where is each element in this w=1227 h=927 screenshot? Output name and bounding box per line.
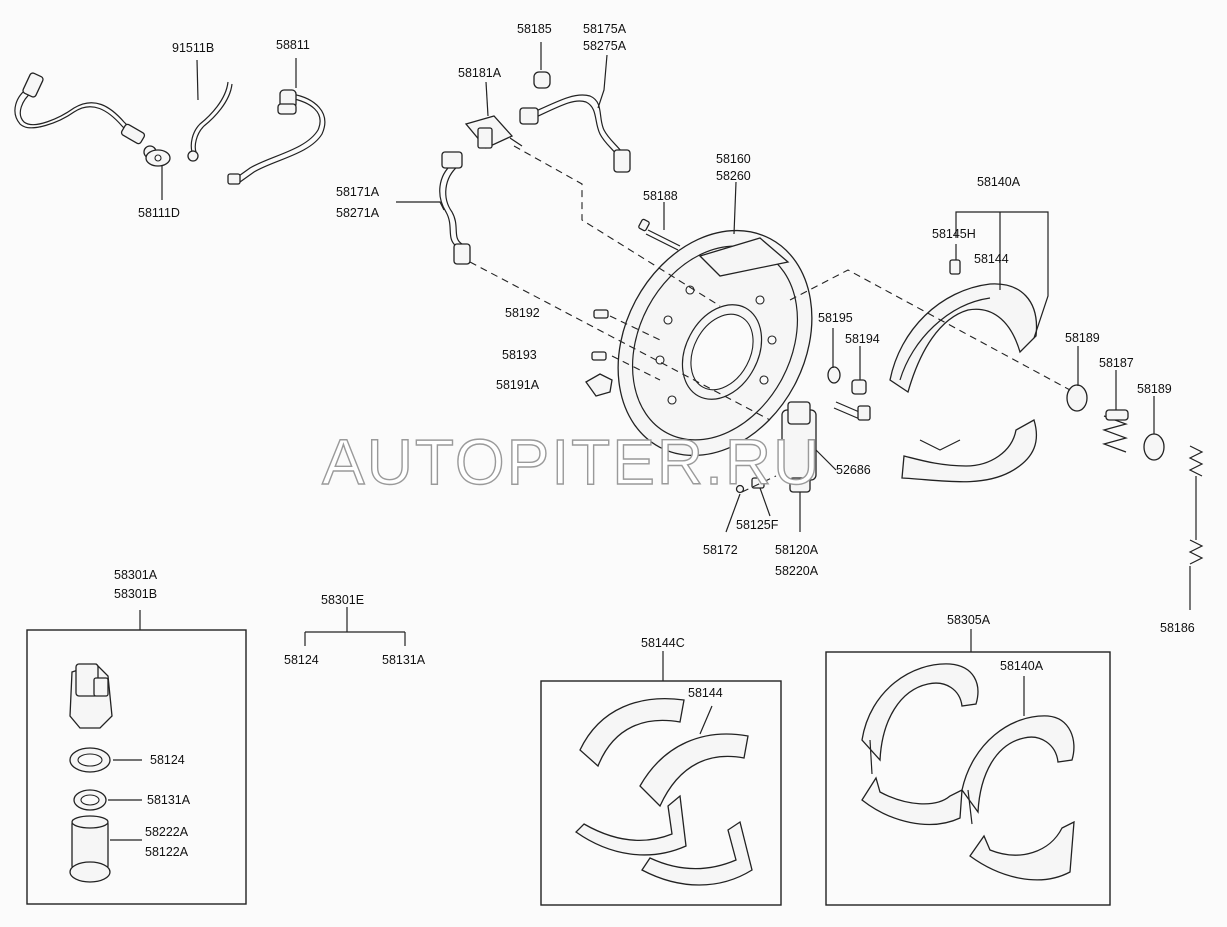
label-58191A[interactable]: 58191A xyxy=(496,378,540,392)
lining-lower-left[interactable] xyxy=(574,794,687,856)
label-58193[interactable]: 58193 xyxy=(502,348,537,362)
shoe-set-left-lower[interactable] xyxy=(861,776,963,825)
label-52686[interactable]: 52686 xyxy=(836,463,871,477)
nut-58194[interactable] xyxy=(851,379,867,395)
alignment-line-2 xyxy=(469,261,771,421)
label-58189-right[interactable]: 58189 xyxy=(1137,382,1172,396)
label-58220A[interactable]: 58220A xyxy=(775,564,819,578)
bracket-58301E xyxy=(304,607,406,646)
label-58275A[interactable]: 58275A xyxy=(583,39,627,53)
label-58188[interactable]: 58188 xyxy=(643,189,678,203)
label-58192[interactable]: 58192 xyxy=(505,306,540,320)
label-58140A-kit[interactable]: 58140A xyxy=(1000,659,1044,673)
brake-tee-58181A[interactable] xyxy=(464,115,523,149)
washer-58195[interactable] xyxy=(827,366,841,384)
brake-hose-58811[interactable] xyxy=(227,89,326,185)
lining-upper-left[interactable] xyxy=(579,698,685,768)
lining-lower-right[interactable] xyxy=(641,820,753,886)
box1-leaders xyxy=(108,759,142,841)
label-91511B[interactable]: 91511B xyxy=(172,41,214,55)
watermark: AUTOPITER.RU xyxy=(322,426,821,498)
kit-box-58305A xyxy=(825,651,1111,906)
label-58301A[interactable]: 58301A xyxy=(114,568,158,582)
shoe-set-left-upper[interactable] xyxy=(861,663,979,775)
label-58144[interactable]: 58144 xyxy=(974,252,1009,266)
cup-58189-right[interactable] xyxy=(1143,433,1165,461)
leader-lines xyxy=(161,42,1191,610)
hose-clip-91511B[interactable] xyxy=(187,81,233,162)
label-58111D[interactable]: 58111D xyxy=(138,206,180,220)
label-58172[interactable]: 58172 xyxy=(703,543,738,557)
label-58301E[interactable]: 58301E xyxy=(321,593,364,607)
label-58125F[interactable]: 58125F xyxy=(736,518,779,532)
brake-shoe-upper-58144[interactable] xyxy=(889,283,1038,394)
label-58260[interactable]: 58260 xyxy=(716,169,751,183)
label-58171A[interactable]: 58171A xyxy=(336,185,380,199)
label-58131A-bracket[interactable]: 58131A xyxy=(382,653,426,667)
abs-sensor-cable-58111D[interactable] xyxy=(14,72,171,167)
lining-upper-right[interactable] xyxy=(639,733,749,808)
kit-box-58144C xyxy=(540,680,782,906)
label-58185[interactable]: 58185 xyxy=(517,22,552,36)
label-58120A[interactable]: 58120A xyxy=(775,543,819,557)
label-58186[interactable]: 58186 xyxy=(1160,621,1195,635)
screw-58192[interactable] xyxy=(593,309,609,319)
brake-shoe-lower-58144[interactable] xyxy=(901,419,1038,483)
label-58189-left[interactable]: 58189 xyxy=(1065,331,1100,345)
label-58181A[interactable]: 58181A xyxy=(458,66,502,80)
bleeder-cap-58185[interactable] xyxy=(533,71,551,89)
backing-plate-58160[interactable] xyxy=(580,197,850,490)
brake-pipe-58175A[interactable] xyxy=(519,94,631,173)
cap-58172[interactable] xyxy=(735,484,745,494)
kit-box-58301A xyxy=(26,629,247,905)
pin-58145H[interactable] xyxy=(949,259,961,275)
label-58144-kit[interactable]: 58144 xyxy=(688,686,723,700)
label-58140A[interactable]: 58140A xyxy=(977,175,1021,189)
ring-58124[interactable] xyxy=(69,747,111,773)
label-58131A-box[interactable]: 58131A xyxy=(147,793,191,807)
sleeve-58222A[interactable] xyxy=(69,815,111,883)
screw-58193[interactable] xyxy=(591,351,607,361)
label-58145H[interactable]: 58145H xyxy=(932,227,976,241)
sensor-58301A[interactable] xyxy=(69,663,113,729)
alignment-line-1 xyxy=(513,145,721,307)
cup-58189-left[interactable] xyxy=(1066,384,1088,412)
label-58195[interactable]: 58195 xyxy=(818,311,853,325)
brake-pipe-58171A[interactable] xyxy=(439,151,471,265)
alignment-line-3 xyxy=(789,269,1071,391)
label-58122A[interactable]: 58122A xyxy=(145,845,189,859)
shoe-set-right-lower[interactable] xyxy=(969,820,1075,881)
label-58271A[interactable]: 58271A xyxy=(336,206,380,220)
alignment-line-5 xyxy=(611,355,661,381)
label-58305A[interactable]: 58305A xyxy=(947,613,991,627)
spring-58186[interactable] xyxy=(1188,445,1204,565)
ring-58131A[interactable] xyxy=(73,789,107,811)
label-58175A[interactable]: 58175A xyxy=(583,22,627,36)
shoe-set-right-upper[interactable] xyxy=(961,715,1075,825)
label-58301B[interactable]: 58301B xyxy=(114,587,157,601)
label-58160[interactable]: 58160 xyxy=(716,152,751,166)
label-58124-box[interactable]: 58124 xyxy=(150,753,185,767)
spring-58187[interactable] xyxy=(1102,409,1129,453)
box2-leader xyxy=(699,705,713,735)
label-58187[interactable]: 58187 xyxy=(1099,356,1134,370)
alignment-line-6 xyxy=(741,475,777,493)
label-58222A[interactable]: 58222A xyxy=(145,825,189,839)
label-58124-bracket[interactable]: 58124 xyxy=(284,653,319,667)
label-58811[interactable]: 58811 xyxy=(276,38,310,52)
label-58194[interactable]: 58194 xyxy=(845,332,880,346)
bolt-52686[interactable] xyxy=(833,401,871,421)
plug-58191A[interactable] xyxy=(585,373,613,397)
bolt-58188[interactable] xyxy=(638,218,681,251)
part-labels: 91511B 58811 58111D 58185 58175A 58275A … xyxy=(114,22,1195,859)
label-58144C[interactable]: 58144C xyxy=(641,636,685,650)
wheel-cylinder-58120A[interactable] xyxy=(781,401,817,493)
alignment-line-4 xyxy=(609,315,661,341)
